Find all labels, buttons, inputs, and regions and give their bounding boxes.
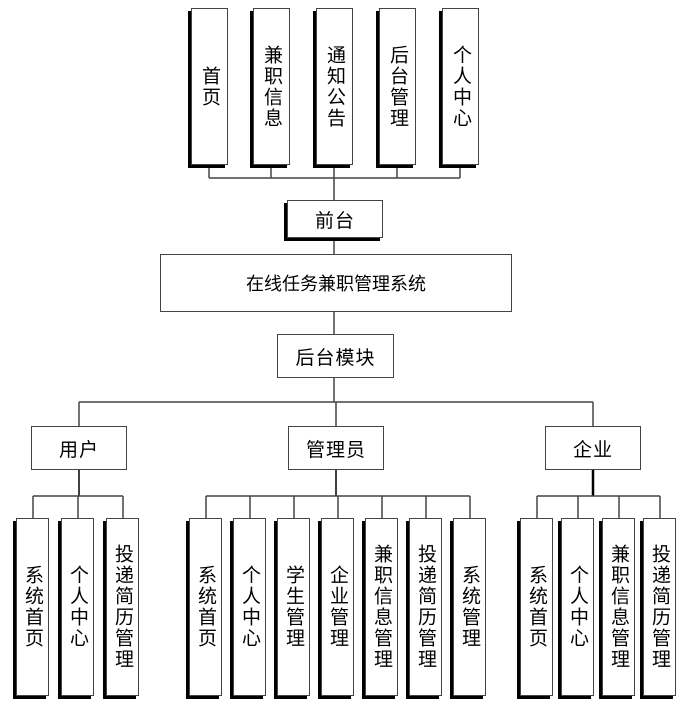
- admin-module-personal-center: 个人中心: [233, 518, 266, 696]
- front-module-admin-entry: 后台管理: [379, 8, 416, 165]
- enterprise-module-resume-management: 投递简历管理: [643, 518, 676, 696]
- admin-module-system-management: 系统管理: [453, 518, 486, 696]
- backend-module-node: 后台模块: [277, 334, 394, 378]
- role-user-node: 用户: [31, 426, 127, 470]
- admin-module-resume-management: 投递简历管理: [409, 518, 442, 696]
- user-module-resume-management: 投递简历管理: [106, 518, 139, 696]
- enterprise-module-personal-center: 个人中心: [561, 518, 594, 696]
- front-end-node: 前台: [287, 200, 383, 238]
- user-module-personal-center: 个人中心: [61, 518, 94, 696]
- role-enterprise-node: 企业: [545, 426, 641, 470]
- user-module-system-home: 系统首页: [16, 518, 49, 696]
- role-admin-node: 管理员: [288, 426, 384, 470]
- enterprise-module-job-info-management: 兼职信息管理: [602, 518, 635, 696]
- front-module-home: 首页: [191, 8, 228, 165]
- root-system-node: 在线任务兼职管理系统: [160, 254, 512, 312]
- admin-module-system-home: 系统首页: [189, 518, 222, 696]
- admin-module-enterprise-management: 企业管理: [321, 518, 354, 696]
- enterprise-module-system-home: 系统首页: [520, 518, 553, 696]
- front-module-job-info: 兼职信息: [253, 8, 290, 165]
- front-module-notices: 通知公告: [316, 8, 353, 165]
- front-module-personal-center: 个人中心: [442, 8, 479, 165]
- admin-module-student-management: 学生管理: [277, 518, 310, 696]
- admin-module-job-info-management: 兼职信息管理: [365, 518, 398, 696]
